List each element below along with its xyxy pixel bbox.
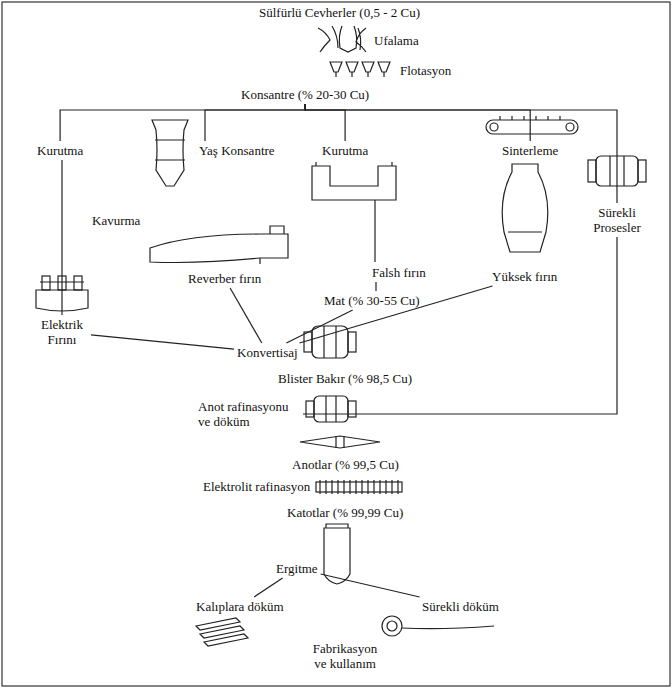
crusher-icon	[318, 26, 366, 52]
anode-casting-icon	[300, 436, 380, 448]
stage-text: Reverber fırın	[188, 271, 261, 286]
shaft-furnace-icon	[324, 524, 350, 584]
stage-text: Kurutma	[37, 143, 83, 158]
stage-text: Sinterleme	[502, 143, 558, 158]
flow-line	[303, 237, 617, 414]
stage-text: Yüksek fırın	[492, 269, 557, 284]
process-label: Kurutma	[35, 142, 85, 159]
process-label: Blister Bakır (% 98,5 Cu)	[276, 370, 414, 387]
process-label: Anotlar (% 99,5 Cu)	[290, 456, 401, 473]
stage-text: Anotlar (% 99,5 Cu)	[292, 457, 399, 472]
reverberatory-furnace-icon	[150, 226, 288, 264]
stage-text: Elektrik Fırını	[36, 317, 88, 347]
stage-text: Flotasyon	[400, 63, 451, 78]
stage-text: Sürekli Prosesler	[587, 205, 647, 235]
process-label: Sinterleme	[500, 142, 560, 159]
process-label: Reverber fırın	[186, 270, 263, 287]
flow-line	[61, 160, 62, 315]
flow-line	[230, 288, 262, 343]
roaster-icon	[152, 120, 188, 186]
process-label: Sürekli döküm	[420, 598, 501, 615]
stage-text: Konsantre (% 20-30 Cu)	[241, 87, 369, 102]
mould-casting-icon	[196, 618, 248, 646]
process-label: Ufalama	[372, 32, 421, 49]
process-label: Fabrikasyon ve kullanım	[307, 640, 383, 672]
process-label: Falsh fırın	[370, 264, 428, 281]
stage-text: Blister Bakır (% 98,5 Cu)	[278, 371, 412, 386]
flow-line	[60, 104, 305, 141]
stage-text: Katotlar (% 99,99 Cu)	[287, 505, 403, 520]
stage-text: Falsh fırın	[372, 265, 426, 280]
flow-line	[205, 104, 305, 141]
stage-text: Konvertisaj	[237, 345, 298, 360]
flow-line	[305, 104, 617, 203]
stage-text: Elektrolit rafinasyon	[203, 479, 310, 494]
anode-furnace-icon	[306, 396, 356, 422]
process-label: Katotlar (% 99,99 Cu)	[285, 504, 405, 521]
continuous-casting-icon	[382, 616, 494, 636]
stage-text: Kurutma	[322, 143, 368, 158]
flow-line	[300, 286, 493, 343]
process-label: Konvertisaj	[235, 344, 300, 361]
stage-text: Kavurma	[92, 213, 140, 228]
process-label: Flotasyon	[398, 62, 453, 79]
process-label: Ergitme	[274, 560, 320, 577]
process-label: Mat (% 30-55 Cu)	[322, 292, 422, 309]
process-label: Yaş Konsantre	[197, 142, 277, 159]
flash-furnace-icon	[312, 162, 396, 262]
process-label: Elektrik Fırını	[34, 316, 90, 348]
flow-line	[286, 310, 352, 343]
blast-furnace-icon	[502, 164, 548, 252]
stage-text: Yaş Konsantre	[199, 143, 275, 158]
stage-text: Ufalama	[374, 33, 419, 48]
process-label: Elektrolit rafinasyon	[201, 478, 312, 495]
stage-text: Ergitme	[276, 561, 318, 576]
process-label: Sürekli Prosesler	[585, 204, 649, 236]
process-label: Kurutma	[320, 142, 370, 159]
process-label: Yüksek fırın	[490, 268, 559, 285]
stage-text: Fabrikasyon ve kullanım	[309, 641, 381, 671]
process-label: Kavurma	[90, 212, 142, 229]
sinter-strand-icon	[486, 116, 578, 134]
flotation-icon	[330, 62, 390, 77]
process-label: Anot rafinasyonu ve döküm	[196, 398, 302, 430]
stage-text: Sülfürlü Cevherler (0,5 - 2 Cu)	[259, 5, 420, 20]
electrolytic-cells-icon	[316, 480, 402, 494]
stage-text: Sürekli döküm	[422, 599, 499, 614]
process-label: Sülfürlü Cevherler (0,5 - 2 Cu)	[257, 4, 422, 21]
flow-line	[375, 282, 376, 291]
flow-line	[321, 574, 420, 597]
stage-text: Anot rafinasyonu ve döküm	[198, 399, 300, 429]
process-label: Konsantre (% 20-30 Cu)	[239, 86, 371, 103]
stage-text: Kalıplara döküm	[196, 599, 284, 614]
flow-line	[254, 578, 283, 597]
flow-line	[91, 335, 234, 349]
process-label: Kalıplara döküm	[194, 598, 286, 615]
stage-text: Mat (% 30-55 Cu)	[324, 293, 420, 308]
